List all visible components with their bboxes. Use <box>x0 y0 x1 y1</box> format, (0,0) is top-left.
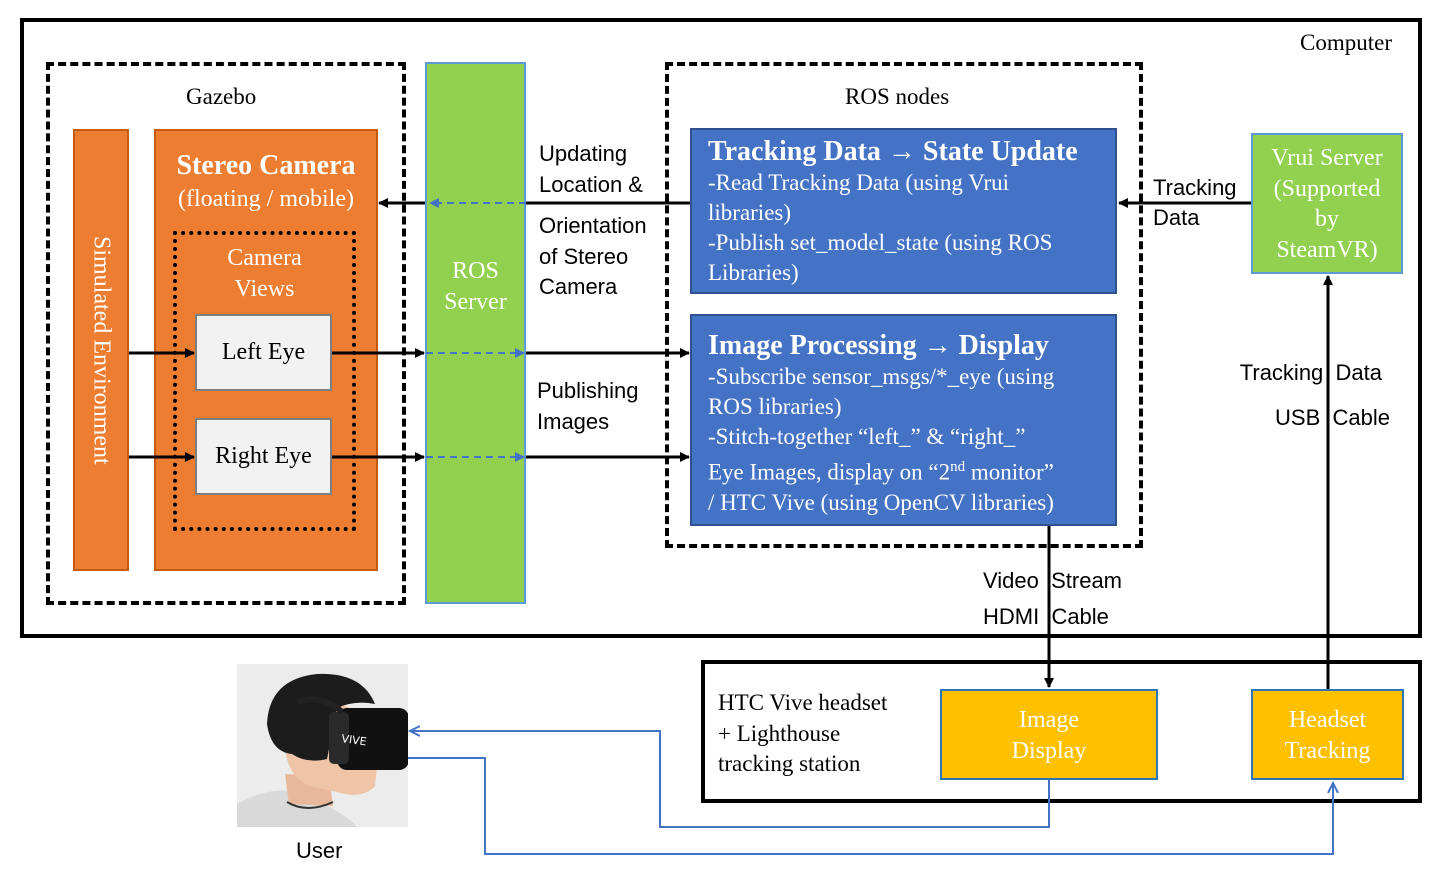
htc-vive-line: + Lighthouse <box>718 720 841 746</box>
htc-vive-frame <box>701 660 1422 803</box>
updating-line: of Stereo <box>539 243 629 269</box>
publishing-line: Images <box>537 409 610 434</box>
tracking-data-line: Data <box>1153 205 1200 230</box>
updating-line: Location & <box>539 171 643 197</box>
simulated-environment-bar: Simulated Environment <box>73 129 129 571</box>
svg-text:VIVE: VIVE <box>341 732 368 748</box>
tracking-usb-label: Tracking Data USB Cable <box>1238 350 1390 440</box>
right-eye-box: Right Eye <box>195 418 332 495</box>
tracking-box-title: Tracking Data → State Update <box>708 136 1078 167</box>
vrui-server-line: by <box>1315 206 1339 232</box>
image-box-line4-sup: nd <box>950 459 966 475</box>
headset-tracking-box: Headset Tracking <box>1251 689 1404 780</box>
tracking-box-line: -Publish set_model_state (using ROS <box>708 230 1053 255</box>
tracking-box-line: -Read Tracking Data (using Vrui <box>708 170 1009 195</box>
ros-server-label-1: ROS <box>452 258 499 284</box>
tracking-data-line: Tracking <box>1153 175 1237 200</box>
image-display-line: Display <box>1011 738 1087 764</box>
computer-frame <box>20 18 1422 638</box>
updating-line: Camera <box>539 274 618 299</box>
ros-server-label-2: Server <box>444 289 507 315</box>
vrui-server-box: Vrui Server (Supported by SteamVR) <box>1251 133 1403 274</box>
tracking-state-update-box: Tracking Data → State Update -Read Track… <box>690 128 1117 294</box>
updating-line: Updating <box>539 141 628 166</box>
headset-tracking-line: Headset <box>1288 707 1367 733</box>
updating-location-label: Updating Location & Orientation of Stere… <box>539 139 647 303</box>
ros-nodes-frame <box>665 62 1143 548</box>
htc-vive-label: HTC Vive headset + Lighthouse tracking s… <box>718 688 887 780</box>
ros-server-box <box>425 62 526 604</box>
stereo-camera-subtitle: (floating / mobile) <box>178 186 354 212</box>
htc-vive-line: tracking station <box>718 751 861 776</box>
htc-vive-line: HTC Vive headset <box>718 690 888 715</box>
video-hdmi-label: Video Stream HDMI Cable <box>983 563 1122 635</box>
computer-label: Computer <box>1300 30 1392 55</box>
image-box-line: -Stitch-together “left_” & “right_” <box>708 424 1026 449</box>
arrow-display-to-user <box>410 731 1050 828</box>
user-photo: VIVE <box>237 664 408 827</box>
simulated-environment-label: Simulated Environment <box>88 235 115 465</box>
video-hdmi-line: HDMI Cable <box>983 604 1109 629</box>
image-processing-box: Image Processing → Display -Subscribe se… <box>690 314 1117 526</box>
vrui-server-line: SteamVR) <box>1276 236 1378 263</box>
vrui-server-line: (Supported <box>1273 175 1381 202</box>
ros-nodes-label: ROS nodes <box>845 84 950 109</box>
left-eye-box: Left Eye <box>195 314 332 391</box>
headset-tracking-line: Tracking <box>1284 738 1371 764</box>
image-box-line4-a: Eye Images, display on “2 <box>708 459 951 485</box>
left-eye-label: Left Eye <box>221 339 306 365</box>
image-display-line: Image <box>1019 707 1079 733</box>
camera-views-frame <box>173 231 356 531</box>
publishing-line: Publishing <box>537 378 639 403</box>
stereo-camera-title: Stereo Camera <box>176 150 356 181</box>
image-box-line: ROS libraries) <box>708 394 842 419</box>
right-eye-label: Right Eye <box>215 443 312 469</box>
tracking-usb-line: USB Cable <box>1275 405 1390 430</box>
image-display-box: Image Display <box>940 689 1158 780</box>
image-box-line: -Subscribe sensor_msgs/*_eye (using <box>708 364 1055 389</box>
image-box-line: / HTC Vive (using OpenCV libraries) <box>708 489 1054 515</box>
image-box-title: Image Processing → Display <box>708 330 1049 361</box>
camera-views-label-2: Views <box>234 276 295 302</box>
tracking-usb-line: Tracking Data <box>1239 360 1382 385</box>
camera-views-label-1: Camera <box>227 245 302 271</box>
video-hdmi-line: Video Stream <box>983 568 1123 593</box>
user-label: User <box>296 838 343 863</box>
updating-line: Orientation <box>539 213 647 238</box>
image-box-line: Eye Images, display on “2nd monitor” <box>708 452 1115 488</box>
gazebo-frame <box>46 62 406 605</box>
tracking-box-line: libraries) <box>708 200 792 225</box>
publishing-images-label: Publishing Images <box>537 375 639 437</box>
gazebo-label: Gazebo <box>186 84 257 109</box>
arrow-user-to-tracking <box>408 757 1333 855</box>
tracking-box-line: Libraries) <box>708 260 799 285</box>
tracking-data-label: Tracking Data <box>1153 173 1237 233</box>
image-box-line4-b: monitor” <box>965 459 1054 485</box>
vrui-server-line: Vrui Server <box>1271 145 1383 171</box>
